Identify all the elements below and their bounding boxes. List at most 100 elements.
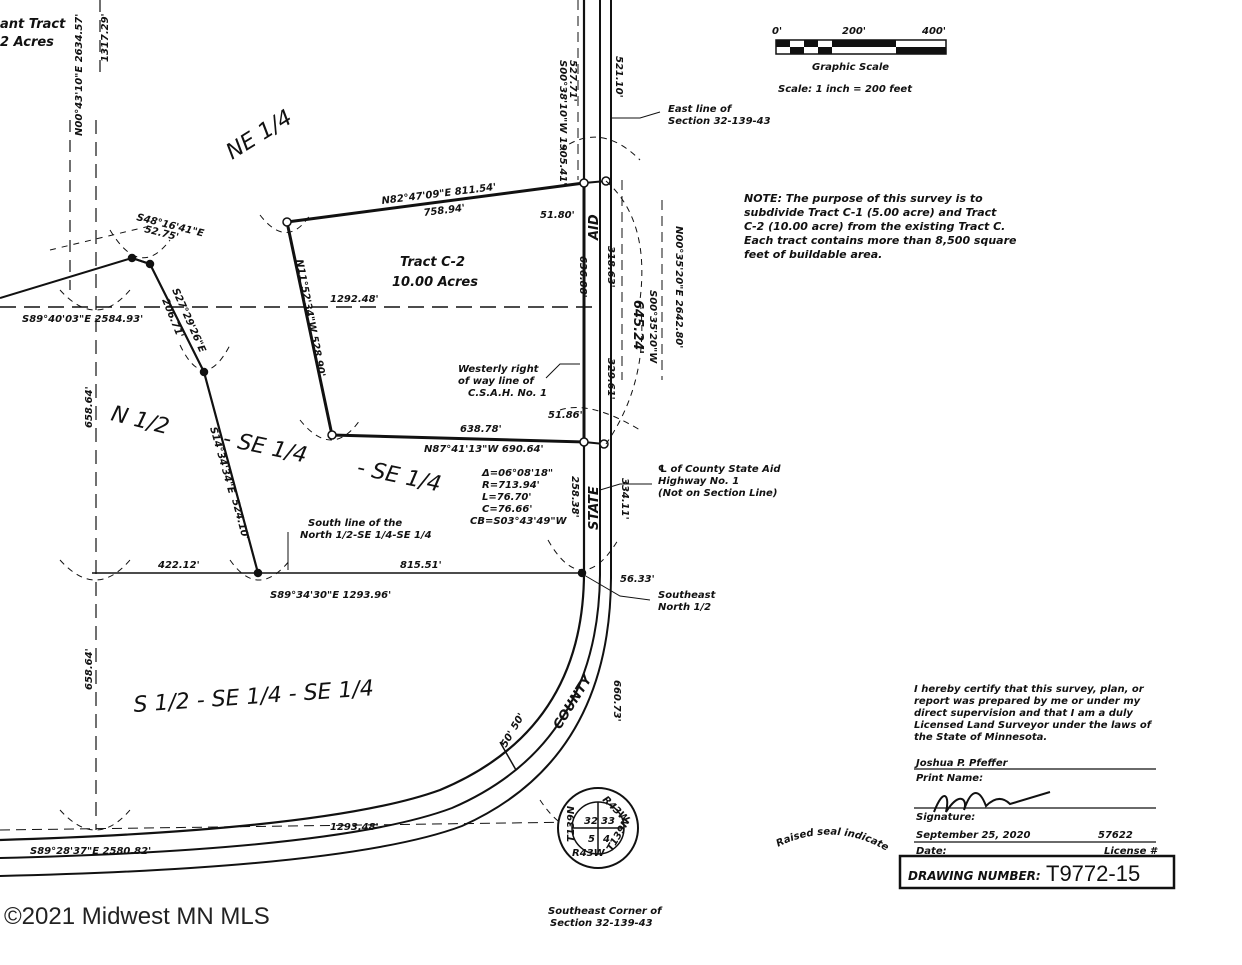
scale-bar-seg [804, 40, 818, 47]
dim-east-top-3: 521.10' [613, 56, 624, 98]
cert-line: direct supervision and that I am a duly [914, 708, 1133, 719]
arc [547, 539, 619, 571]
road-row-width: 50' 50' [499, 712, 527, 750]
monument-n3: 5 [588, 834, 595, 845]
dim-east-7: 660.73' [611, 680, 622, 722]
road-east-line [0, 0, 612, 877]
bearing-south: S89°34'30"E 1293.96' [270, 590, 391, 601]
dim-east-5: 258.38' [569, 476, 580, 518]
dim-east-offset-top: 51.80' [540, 210, 575, 221]
tie-dashed [49, 225, 151, 251]
note-line: subdivide Tract C-1 (5.00 acre) and Trac… [744, 206, 997, 219]
callout-leader [611, 111, 661, 119]
drawing-number-box: DRAWING NUMBER: T9772-15 [898, 854, 1176, 890]
bearing-east-1: S00°35'20"W [647, 290, 658, 364]
signature-label: Signature: [916, 812, 975, 823]
scale-bar-seg [790, 47, 804, 54]
callout-westerly-2: of way line of [458, 376, 535, 387]
cert-line: report was prepared by me or under my [914, 696, 1141, 707]
scale-bar-seg [818, 47, 832, 54]
tract-c1-north-line [0, 256, 151, 299]
county-road [0, 0, 612, 877]
arc [299, 419, 361, 441]
section-corner-monument: T139N R43W R43W T139N 32 33 5 4 [557, 787, 639, 869]
monument-point [327, 430, 337, 440]
scale-tick-200: 200' [842, 26, 866, 37]
dim-south-seg-1: 422.12' [157, 560, 200, 571]
curve-chord: C=76.66' [482, 504, 532, 515]
arc [559, 407, 641, 431]
cert-date: September 25, 2020 [916, 830, 1031, 841]
dim-east-offset-low: 56.33' [620, 574, 655, 585]
iron-pin [253, 568, 263, 578]
monument-t-left: T139N [566, 805, 577, 842]
arc [605, 180, 643, 445]
callout-east-line-1: East line of [668, 104, 733, 115]
road-label-county: COUNTY [551, 672, 597, 732]
callout-east-line-2: Section 32-139-43 [668, 116, 771, 127]
region-n-half: N 1/2 [109, 402, 172, 440]
region-south-half: S 1/2 - SE 1/4 - SE 1/4 [133, 676, 375, 718]
region-ne-quarter: NE 1/4 [222, 105, 297, 165]
note-line: NOTE: The purpose of this survey is to [744, 192, 983, 205]
callout-westerly-3: C.S.A.H. No. 1 [468, 388, 547, 399]
callout-centerline-3: (Not on Section Line) [658, 488, 777, 499]
dim-east-3: 329.61' [605, 358, 616, 400]
dim-diag-2: 524.10' [229, 498, 250, 541]
scale-title: Graphic Scale [812, 62, 889, 73]
arc [179, 344, 231, 371]
bearing-east-top: S00°38'10"W 1905.41' [557, 60, 568, 185]
arc [559, 136, 641, 161]
bearing-mid-west: S89°40'03"E 2584.93' [22, 314, 143, 325]
dim-south-seg-2: 815.51' [400, 560, 442, 571]
note-line: C-2 (10.00 acre) from the existing Tract… [744, 220, 1005, 233]
dim-west-low: 658.64' [84, 648, 95, 690]
cert-line: the State of Minnesota. [914, 732, 1047, 743]
curve-delta: Δ=06°08'18" [481, 468, 553, 479]
drawing-number-label: DRAWING NUMBER: [908, 869, 1041, 883]
dim-east-offset-mid: 51.86' [548, 410, 583, 421]
dim-east-2: 318.63' [605, 246, 616, 288]
callout-westerly-1: Westerly right [458, 364, 540, 375]
callout-corner-2: Section 32-139-43 [550, 918, 653, 929]
bearing-bottom: S89°28'37"E 2580.82' [30, 846, 151, 857]
dim-west-mid: 658.64' [84, 386, 95, 428]
dim-east-top-2: 527.71' [567, 60, 578, 102]
tract-c2-boundary [285, 181, 586, 444]
dim-east-6: 334.11' [619, 478, 630, 520]
arc [59, 559, 131, 581]
cert-line: Licensed Land Surveyor under the laws of [914, 720, 1153, 731]
dim-west-top: 1317.29' [100, 13, 111, 62]
note-line: feet of buildable area. [744, 248, 882, 261]
road-width-dim [499, 741, 517, 771]
scale-bar-seg [846, 40, 896, 47]
dim-bottom: 1293.48' [330, 822, 379, 833]
dim-center: 1292.48' [330, 294, 379, 305]
bearing-west-1: N00°43'10"E 2634.57' [74, 14, 85, 136]
surveyor-name: Joshua P. Pfeffer [914, 758, 1009, 769]
bearing-west-line: N11°52'34"W 528.90' [293, 258, 327, 377]
callout-leader [599, 483, 652, 491]
callout-south-line-1: South line of the [308, 518, 402, 529]
callout-corner-1: Southeast Corner of [548, 906, 663, 917]
parcel-lines [0, 0, 663, 831]
bearing-south-line: N87°41'13"W 690.64' [424, 444, 544, 455]
callout-centerline-2: Highway No. 1 [658, 476, 739, 487]
road-centerline [0, 0, 601, 859]
arc [259, 214, 311, 233]
callout-leader [545, 363, 580, 379]
callout-centerline-1: ℄ of County State Aid [658, 464, 781, 475]
tract-c2-name: Tract C-2 [400, 255, 465, 270]
callout-leader [583, 574, 651, 601]
date-label: Date: [916, 846, 947, 857]
arc [59, 809, 131, 831]
monument-point [599, 439, 609, 449]
region-se-b: - SE 1/4 [355, 455, 444, 497]
arc [109, 229, 171, 259]
bearing-east-2: N00°35'20"E 2642.80' [673, 226, 684, 348]
partial-tract-name: ant Tract [0, 17, 66, 32]
note-line: Each tract contains more than 8,500 squa… [744, 234, 1017, 247]
partial-tract-acres: 2 Acres [0, 35, 54, 50]
